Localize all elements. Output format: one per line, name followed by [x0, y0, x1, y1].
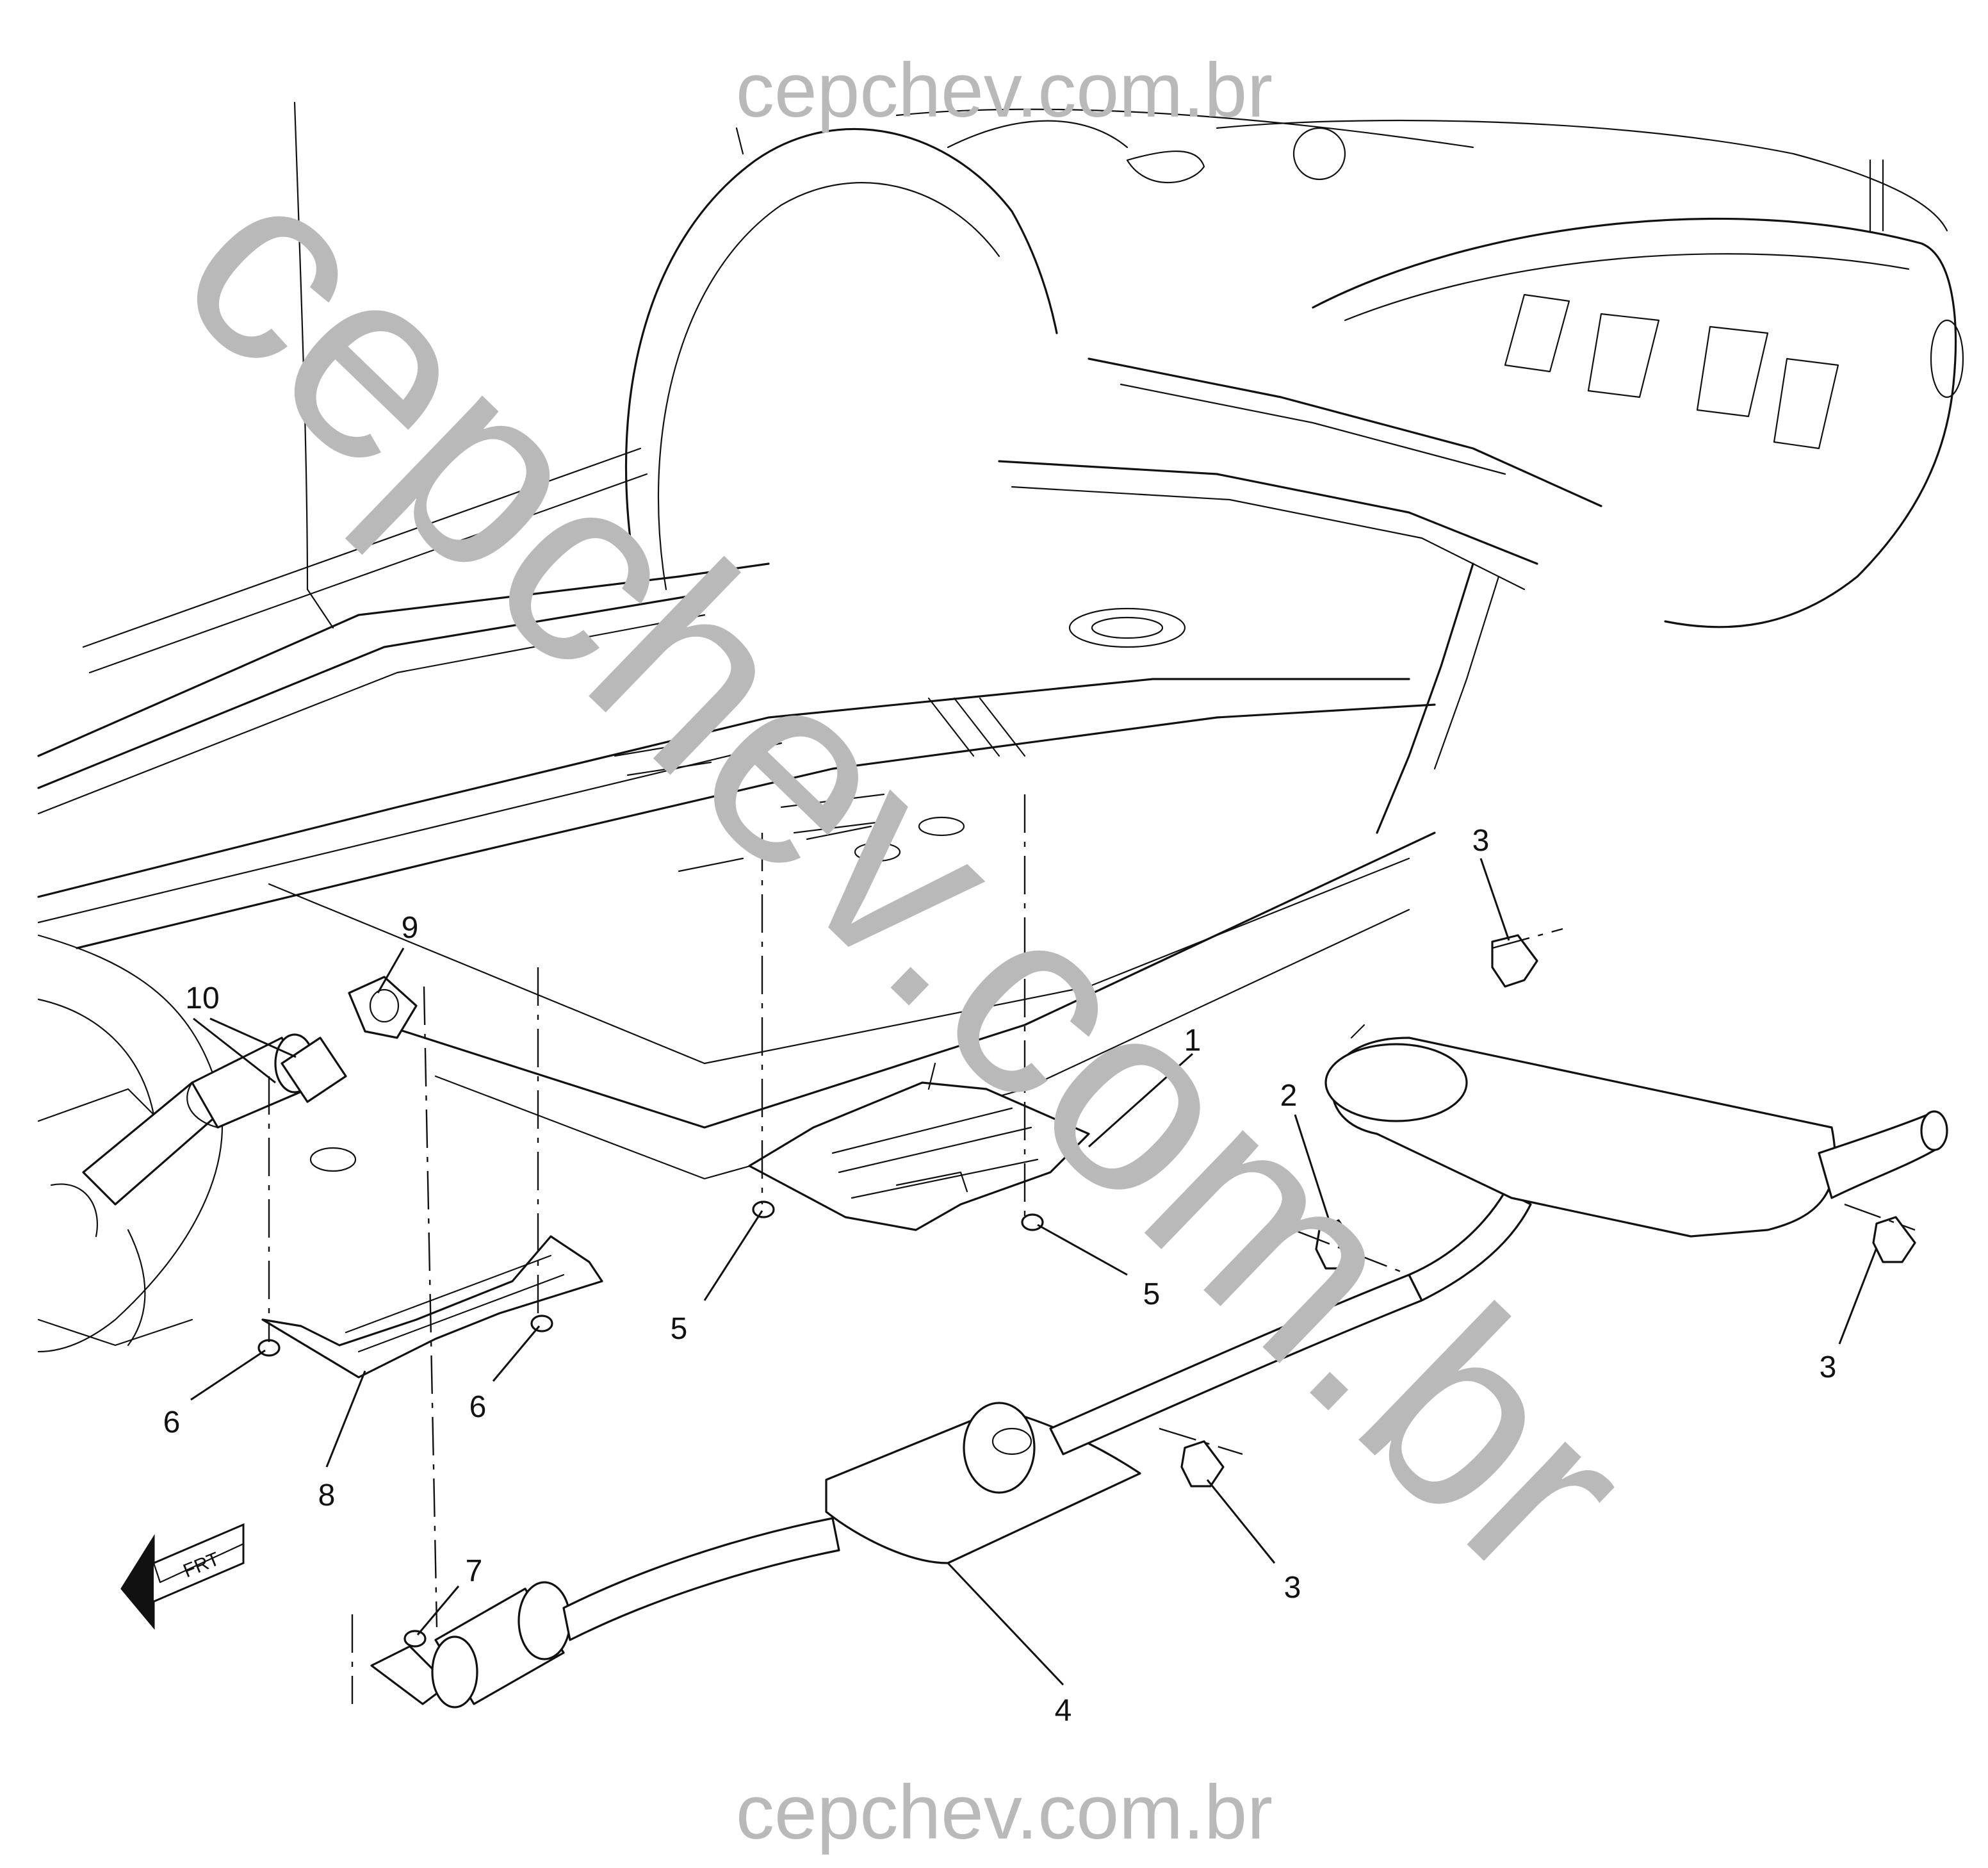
- callout-3-right: 3: [1820, 1350, 1837, 1384]
- heat-shield-8: [261, 1235, 603, 1379]
- callout-10: 10: [185, 981, 219, 1015]
- nut-7: [403, 1630, 427, 1648]
- callout-4: 4: [1055, 1694, 1072, 1728]
- insulator-3-right: [1872, 1216, 1916, 1263]
- callout-1: 1: [1184, 1024, 1202, 1058]
- callout-5-right: 5: [1143, 1277, 1161, 1311]
- hanger-insulators: [1180, 934, 1916, 1487]
- nut-5-left: [752, 1200, 775, 1218]
- callout-3-lower: 3: [1284, 1571, 1301, 1605]
- callout-3-upper: 3: [1472, 824, 1490, 858]
- watermark-top: cepchev.com.br: [736, 47, 1273, 133]
- callout-5-left: 5: [671, 1312, 688, 1346]
- front-direction-arrow-icon: FRT: [120, 1523, 245, 1630]
- callout-9: 9: [402, 911, 419, 945]
- callout-leaders: [190, 858, 1878, 1686]
- callout-6-right: 6: [469, 1390, 487, 1424]
- callout-labels: 1 2 3 3 3 4 5 5 6 6 7 8 9 10: [163, 824, 1837, 1728]
- watermark-diagonal: cepchev.com.br: [126, 113, 1686, 1635]
- watermark-bottom: cepchev.com.br: [736, 1769, 1273, 1855]
- insulator-2: [1315, 1219, 1359, 1270]
- nut-6-right: [530, 1315, 553, 1332]
- insulator-3-lower: [1180, 1440, 1225, 1487]
- callout-7: 7: [466, 1554, 483, 1588]
- nut-5-right: [1021, 1213, 1044, 1231]
- exhaust-system: [82, 976, 1948, 1708]
- callout-8: 8: [318, 1479, 336, 1512]
- watermark: cepchev.com.br cepchev.com.br cepchev.co…: [126, 47, 1686, 1855]
- callout-2: 2: [1280, 1079, 1298, 1113]
- insulator-3-upper: [1491, 934, 1538, 988]
- nuts: [257, 1200, 1044, 1648]
- heat-shield-1: [748, 1062, 1090, 1231]
- alignment-centerlines: [268, 794, 1916, 1704]
- callout-6-left: 6: [163, 1405, 181, 1439]
